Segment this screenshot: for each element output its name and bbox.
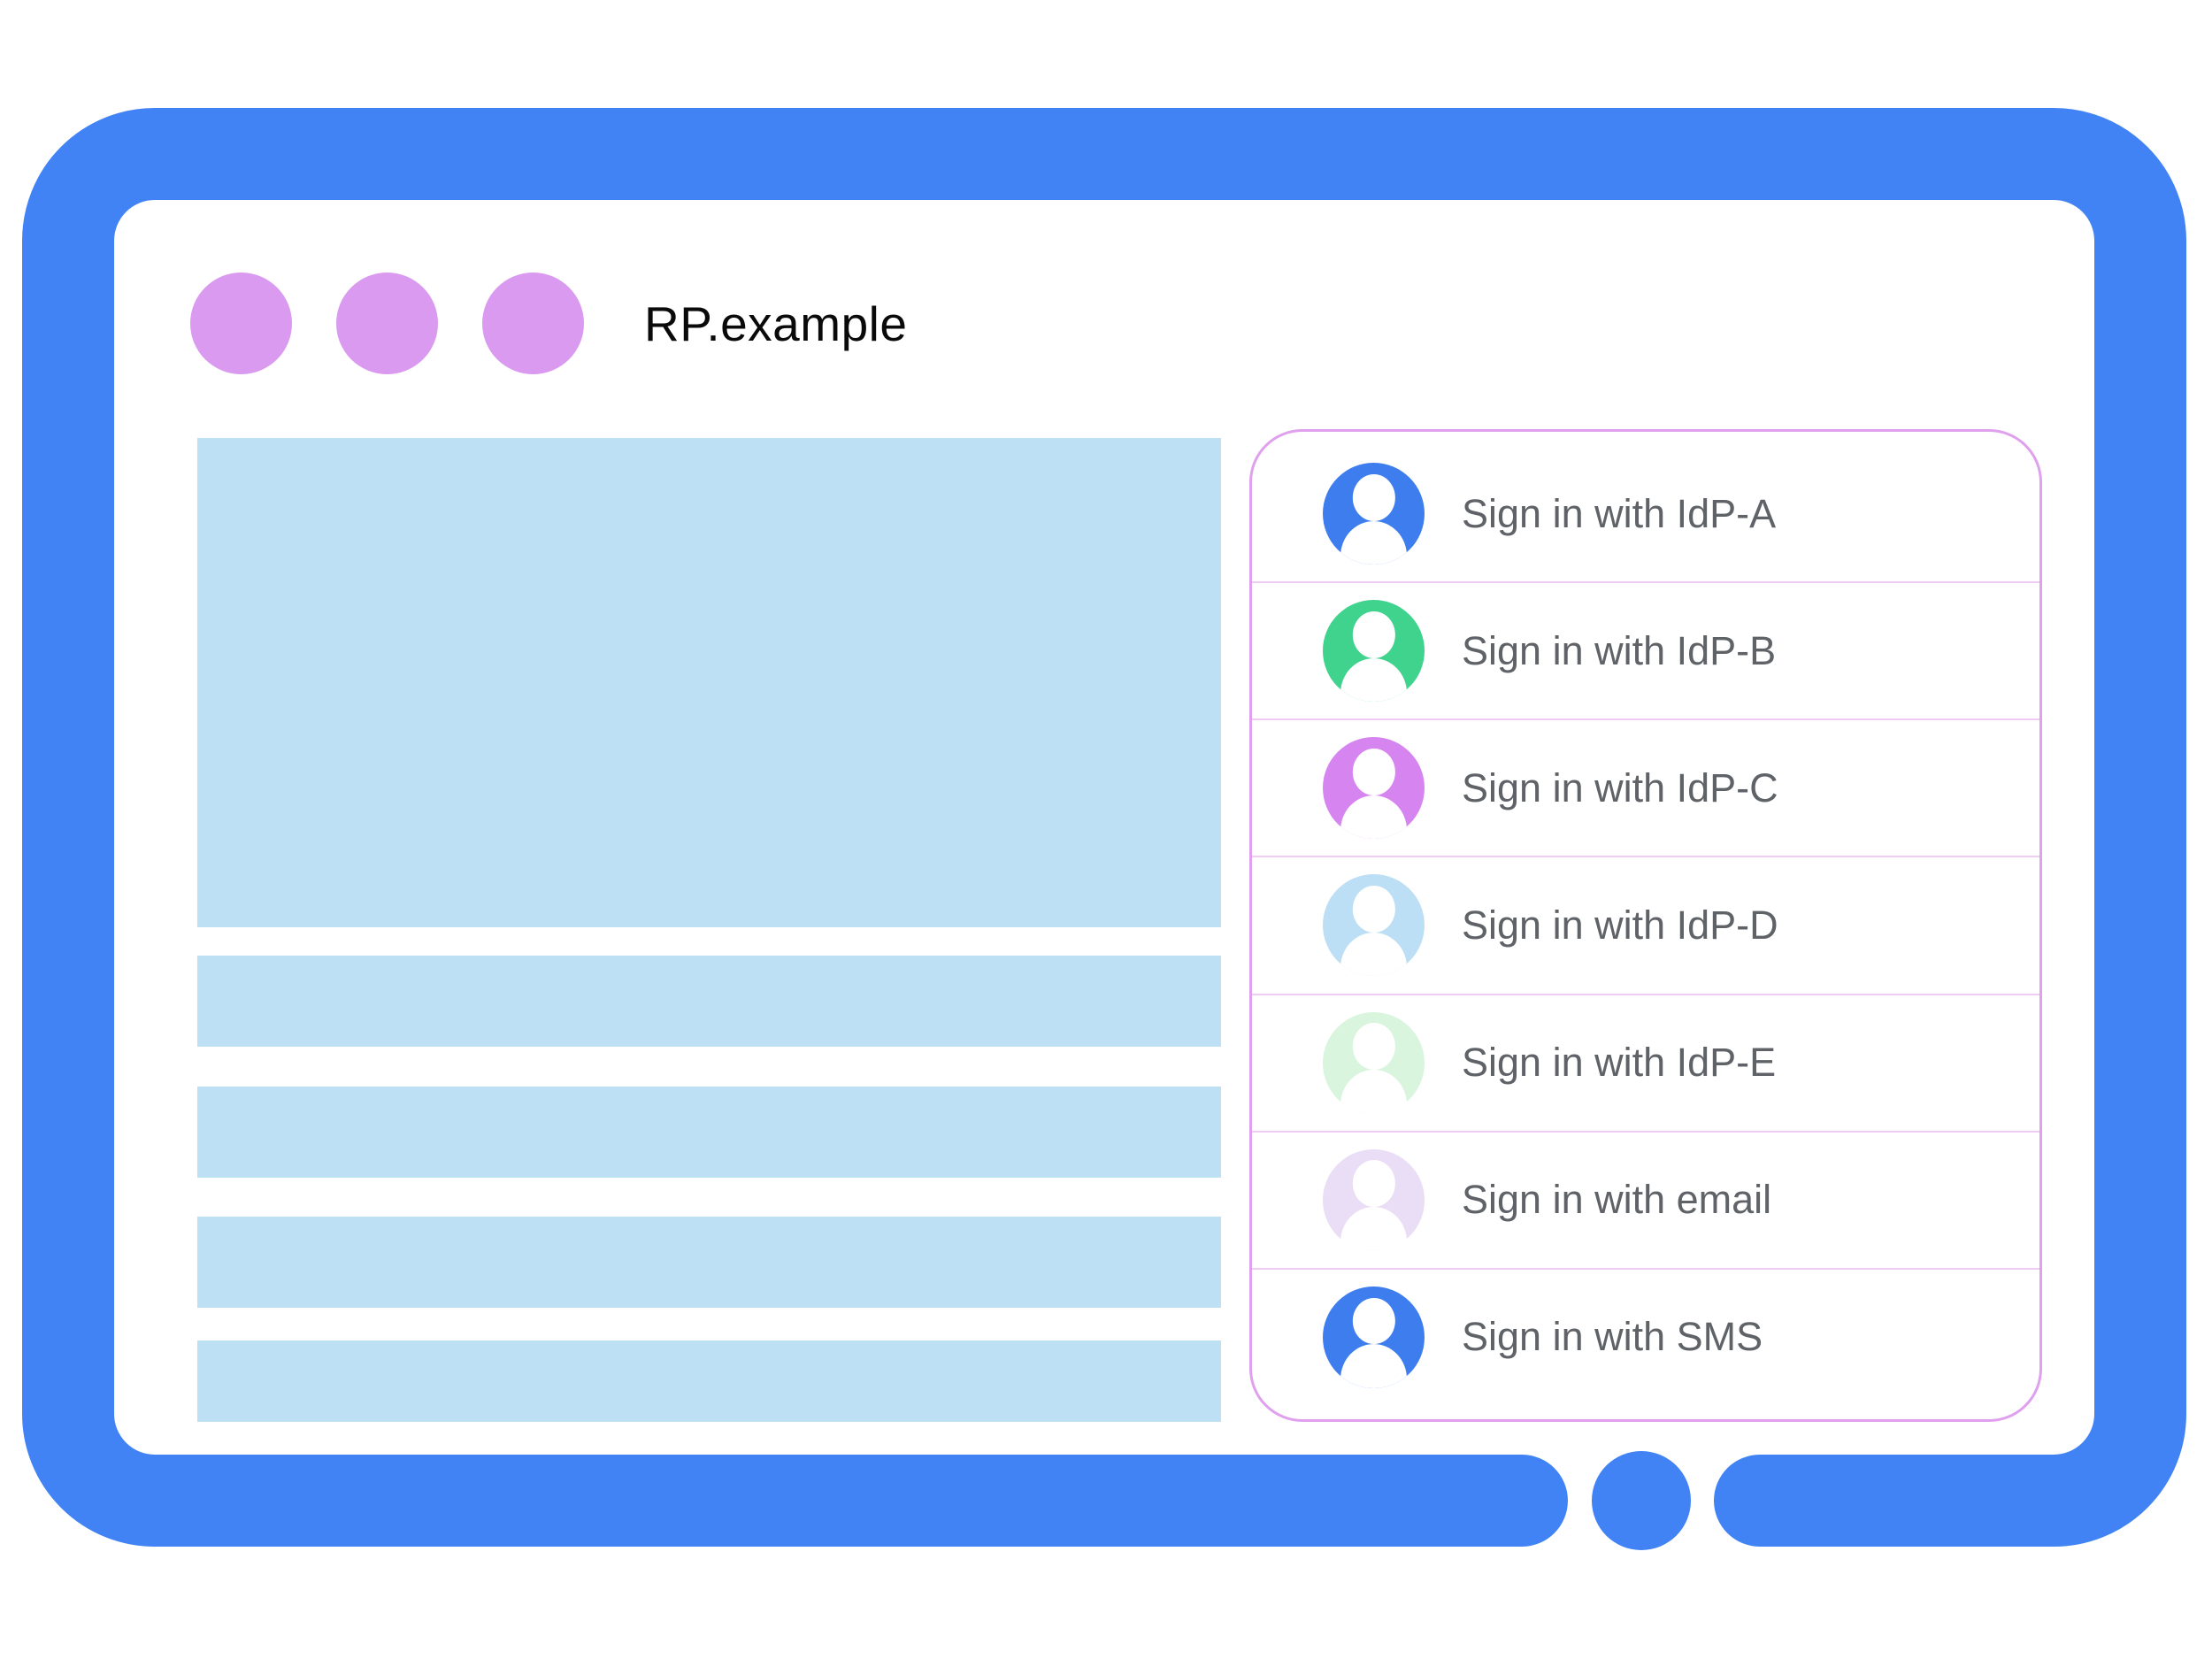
text-line-placeholder xyxy=(197,1087,1221,1178)
signin-option-label: Sign in with IdP-D xyxy=(1462,902,1778,948)
signin-option-email[interactable]: Sign in with email xyxy=(1252,1130,2039,1268)
signin-option-sms[interactable]: Sign in with SMS xyxy=(1252,1267,2039,1405)
signin-chooser-panel: Sign in with IdP-A Sign in with IdP-B Si… xyxy=(1249,429,2042,1422)
signin-option-idp-b[interactable]: Sign in with IdP-B xyxy=(1252,581,2039,718)
person-avatar-icon xyxy=(1323,600,1425,703)
person-avatar-icon xyxy=(1323,874,1425,977)
signin-option-label: Sign in with IdP-B xyxy=(1462,627,1777,673)
person-avatar-icon xyxy=(1323,463,1425,565)
window-controls xyxy=(190,273,584,374)
signin-option-label: Sign in with email xyxy=(1462,1177,1772,1223)
text-line-placeholder xyxy=(197,1340,1221,1422)
text-line-placeholder xyxy=(197,1217,1221,1308)
signin-option-label: Sign in with SMS xyxy=(1462,1314,1763,1360)
signin-option-label: Sign in with IdP-A xyxy=(1462,490,1777,536)
text-line-placeholder xyxy=(197,956,1221,1047)
window-dot xyxy=(482,273,584,374)
signin-option-idp-d[interactable]: Sign in with IdP-D xyxy=(1252,856,2039,993)
person-avatar-icon xyxy=(1323,1011,1425,1114)
home-button xyxy=(1592,1451,1691,1550)
window-dot xyxy=(336,273,438,374)
frame-bottom-bar-left-cap xyxy=(1380,1455,1568,1547)
signin-option-label: Sign in with IdP-E xyxy=(1462,1040,1777,1086)
person-avatar-icon xyxy=(1323,737,1425,840)
window-dot xyxy=(190,273,292,374)
signin-option-idp-c[interactable]: Sign in with IdP-C xyxy=(1252,718,2039,856)
page-title: RP.example xyxy=(644,296,908,351)
signin-option-label: Sign in with IdP-C xyxy=(1462,764,1778,810)
person-avatar-icon xyxy=(1323,1286,1425,1388)
signin-option-idp-e[interactable]: Sign in with IdP-E xyxy=(1252,993,2039,1131)
frame-bottom-bar-right-cap xyxy=(1714,1455,1901,1547)
person-avatar-icon xyxy=(1323,1148,1425,1251)
signin-option-idp-a[interactable]: Sign in with IdP-A xyxy=(1252,446,2039,581)
hero-placeholder xyxy=(197,438,1221,927)
